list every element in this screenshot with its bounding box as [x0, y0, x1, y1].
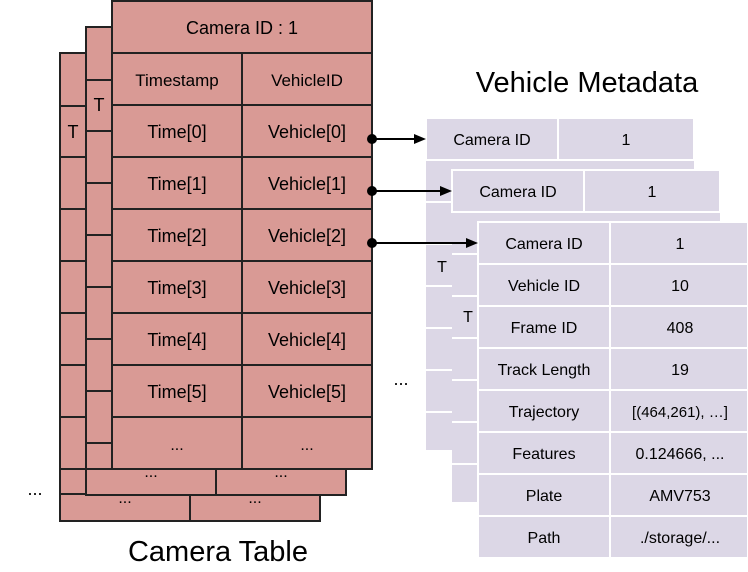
metadata-stack-ellipsis: ... — [393, 369, 408, 389]
metadata-cell — [609, 431, 748, 475]
arrowhead — [414, 134, 426, 144]
metadata-cell — [477, 221, 611, 265]
row-3-vehicle: Vehicle[3] — [268, 278, 346, 298]
row-2-vehicle: Vehicle[2] — [268, 226, 346, 246]
metadata-value-vehicle-id: 10 — [671, 278, 689, 295]
column-header-vehicleid: VehicleID — [271, 71, 343, 90]
metadata-cell — [609, 263, 748, 307]
pointer-arrow-1 — [367, 186, 452, 196]
pointer-arrow-0 — [367, 134, 426, 144]
middle-card-cell — [451, 169, 585, 213]
middle-card-value-camera-id: 1 — [648, 184, 657, 201]
metadata-value-trajectory: [(464,261), …] — [632, 404, 728, 421]
camera-table-title-cell — [111, 0, 373, 54]
arrowhead — [466, 238, 478, 248]
metadata-cell — [609, 515, 748, 559]
table-cell — [241, 208, 373, 262]
metadata-label-frame-id: Frame ID — [511, 320, 578, 337]
metadata-label-vehicle-id: Vehicle ID — [508, 278, 580, 295]
pointer-arrow-2 — [367, 238, 478, 248]
table-cell — [111, 208, 243, 262]
metadata-label-path: Path — [528, 530, 561, 547]
row-3-time: Time[3] — [147, 278, 206, 298]
metadata-label-camera-id: Camera ID — [505, 236, 582, 253]
row-4-time: Time[4] — [147, 330, 206, 350]
camera-table-front-layer: Camera ID : 1 Timestamp VehicleID Time[0… — [111, 0, 373, 470]
row-4-vehicle: Vehicle[4] — [268, 330, 346, 350]
row-6-vehicle: ... — [300, 437, 313, 454]
metadata-cell — [609, 389, 748, 433]
metadata-value-plate: AMV753 — [649, 488, 710, 505]
metadata-label-trajectory: Trajectory — [509, 404, 580, 421]
metadata-value-path: ./storage/... — [640, 530, 720, 547]
row-0-vehicle: Vehicle[0] — [268, 122, 346, 142]
metadata-value-frame-id: 408 — [667, 320, 694, 337]
row-0-time: Time[0] — [147, 122, 206, 142]
row-1-vehicle: Vehicle[1] — [268, 174, 346, 194]
middle-card-stub-label: T — [463, 309, 473, 326]
vehicle-metadata-heading: Vehicle Metadata — [476, 67, 699, 99]
metadata-value-camera-id: 1 — [676, 236, 685, 253]
metadata-cell — [477, 515, 611, 559]
table-cell — [111, 312, 243, 366]
table-cell — [111, 104, 243, 158]
row-6-time: ... — [170, 437, 183, 454]
metadata-cell — [609, 473, 748, 517]
camera-table-heading: Camera Table — [128, 536, 308, 568]
table-cell — [241, 364, 373, 418]
metadata-value-features: 0.124666, ... — [636, 446, 725, 463]
column-header-cell — [241, 52, 373, 106]
column-header-timestamp: Timestamp — [135, 71, 218, 90]
back-card-value-camera-id: 1 — [622, 132, 631, 149]
table-cell — [241, 416, 373, 470]
middle-card-cell — [583, 169, 721, 213]
metadata-label-features: Features — [512, 446, 575, 463]
metadata-label-plate: Plate — [526, 488, 563, 505]
metadata-value-track-length: 19 — [671, 362, 689, 379]
back-card-cell — [557, 117, 695, 161]
metadata-cell — [609, 221, 748, 265]
back-card-label-camera-id: Camera ID — [453, 132, 530, 149]
middle-card-label-camera-id: Camera ID — [479, 184, 556, 201]
back-layer-stub-label: T — [68, 122, 79, 142]
back-card-stub-label: T — [437, 259, 447, 276]
row-5-vehicle: Vehicle[5] — [268, 382, 346, 402]
arrowhead — [440, 186, 452, 196]
metadata-label-track-length: Track Length — [498, 362, 591, 379]
camera-stack-ellipsis: ... — [27, 479, 42, 499]
metadata-card-front: Camera ID 1 Vehicle ID 10 Frame ID 408 T… — [477, 221, 748, 559]
row-1-time: Time[1] — [147, 174, 206, 194]
row-2-time: Time[2] — [147, 226, 206, 246]
middle-layer-stub-label: T — [94, 95, 105, 115]
table-cell — [241, 156, 373, 210]
camera-table-title: Camera ID : 1 — [186, 18, 298, 38]
table-cell — [111, 364, 243, 418]
row-5-time: Time[5] — [147, 382, 206, 402]
